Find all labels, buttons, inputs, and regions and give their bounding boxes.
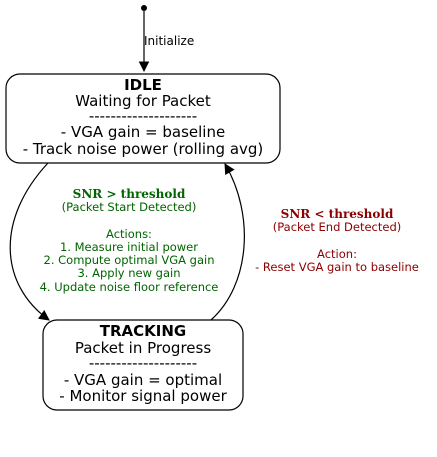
state-idle-title: IDLE: [124, 76, 162, 94]
tracking-to-idle-condition: SNR < threshold: [281, 207, 394, 221]
idle-to-tracking-action-2: 2. Compute optimal VGA gain: [44, 253, 215, 267]
state-idle: IDLE Waiting for Packet ----------------…: [5, 73, 281, 164]
state-tracking-action-1: - VGA gain = optimal: [64, 371, 222, 389]
state-tracking-action-2: - Monitor signal power: [59, 387, 227, 405]
state-tracking-divider: --------------------: [89, 354, 197, 372]
state-tracking-title: TRACKING: [100, 322, 186, 340]
state-idle-subtitle: Waiting for Packet: [75, 92, 211, 110]
idle-to-tracking-action-4: 4. Update noise floor reference: [40, 280, 219, 294]
edge-idle-to-tracking-label: SNR > threshold (Packet Start Detected) …: [40, 187, 219, 294]
edge-tracking-to-idle: [210, 163, 245, 321]
state-idle-divider: --------------------: [89, 107, 197, 125]
idle-to-tracking-actions-heading: Actions:: [106, 227, 152, 241]
idle-to-tracking-action-3: 3. Apply new gain: [77, 266, 180, 280]
tracking-to-idle-actions-heading: Action:: [317, 247, 357, 261]
state-idle-action-2: - Track noise power (rolling avg): [23, 140, 264, 158]
state-tracking: TRACKING Packet in Progress ------------…: [42, 319, 244, 411]
idle-to-tracking-condition: SNR > threshold: [73, 187, 186, 201]
idle-to-tracking-event: (Packet Start Detected): [62, 200, 197, 214]
edge-idle-to-tracking: [9, 162, 50, 321]
edge-tracking-to-idle-label: SNR < threshold (Packet End Detected) Ac…: [255, 207, 419, 274]
idle-to-tracking-action-1: 1. Measure initial power: [60, 240, 198, 254]
state-tracking-box: [42, 319, 244, 411]
state-tracking-subtitle: Packet in Progress: [75, 339, 211, 357]
state-idle-box: [5, 73, 281, 164]
tracking-to-idle-action-1: - Reset VGA gain to baseline: [255, 260, 419, 274]
tracking-to-idle-event: (Packet End Detected): [273, 220, 401, 234]
initial-state-dot: [141, 5, 147, 11]
initial-transition-label: Initialize: [144, 34, 194, 48]
state-idle-action-1: - VGA gain = baseline: [61, 123, 225, 141]
